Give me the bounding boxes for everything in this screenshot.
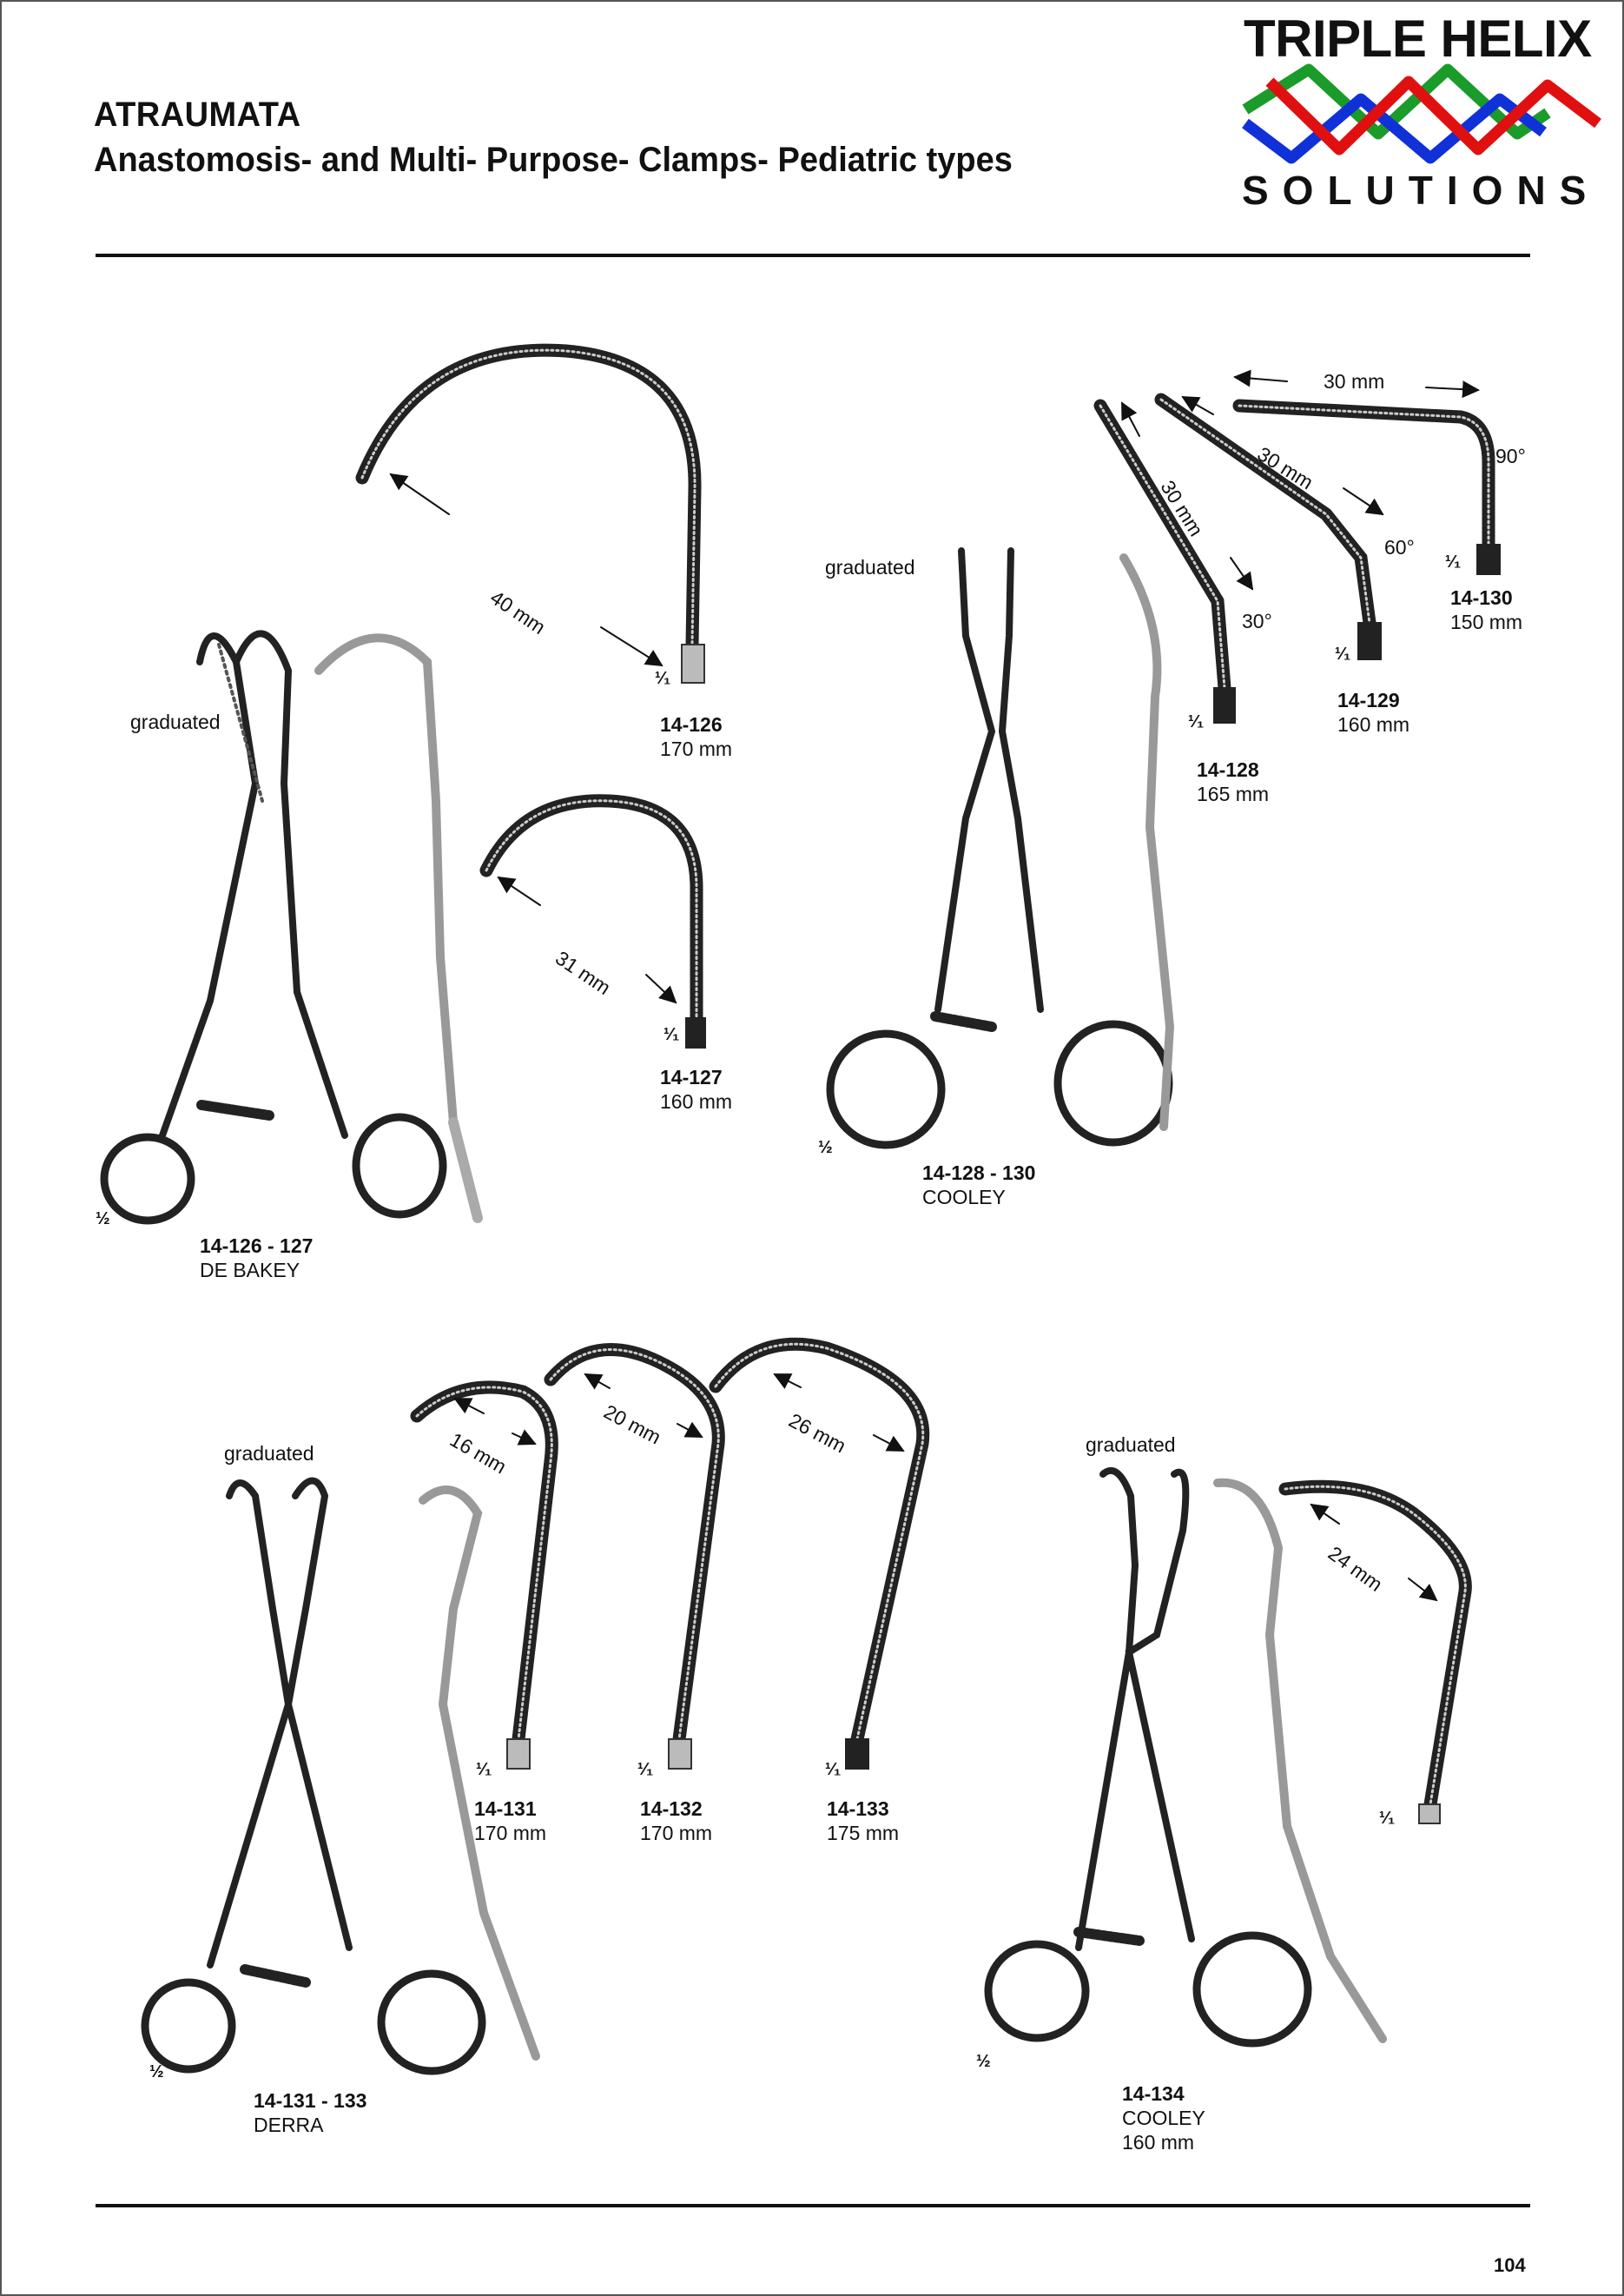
jaw-14-133-scale: ¹⁄₁ [825,1760,842,1779]
jaw-14-132 [544,1343,725,1770]
debakey-scale: ½ [96,1209,110,1228]
item-14-129-label: 14-129 160 mm [1337,689,1410,736]
jaw-14-127 [479,794,706,1049]
derra-scale: ½ [149,2062,164,2081]
item-14-131-label: 14-131 170 mm [474,1797,547,1844]
cooley-clamp-drawing [826,547,1173,1149]
jaw-14-130-size: 30 mm [1324,370,1385,393]
item-14-133-label: 14-133 175 mm [827,1797,900,1844]
derra-clamp-drawing [141,1477,486,2075]
jaw-14-131 [410,1380,558,1770]
jaw-14-129-angle: 60° [1384,536,1415,559]
jaw-14-126 [355,343,705,684]
jaw-14-128 [1093,399,1254,724]
debakey-side-view [314,633,483,1223]
jaw-14-128-angle: 30° [1242,610,1272,632]
jaw-14-134 [1278,1479,1472,1824]
derra-side-view [419,1485,540,2061]
cooley-side-view [1119,553,1175,1131]
footer-rule [96,2204,1530,2207]
debakey-group-label: 14-126 - 127 DE BAKEY [200,1234,314,1281]
cooley-a-scale: ½ [818,1138,833,1157]
jaw-14-130-scale: ¹⁄₁ [1445,552,1462,572]
item-14-128-label: 14-128 165 mm [1197,758,1270,805]
jaw-14-131-scale: ¹⁄₁ [476,1760,492,1779]
cooley-b-note: graduated [1086,1433,1176,1456]
jaw-14-129 [1154,393,1384,660]
jaw-14-132-scale: ¹⁄₁ [637,1760,654,1779]
item-14-127-label: 14-127 160 mm [660,1066,733,1113]
cooley-b-clamp-drawing [984,1466,1312,2048]
item-14-130-label: 14-130 150 mm [1450,586,1523,633]
cooley-b-group-label: 14-134 COOLEY 160 mm [1122,2082,1205,2154]
cooley-a-note: graduated [825,556,915,579]
debakey-note: graduated [130,711,221,733]
page-title: ATRAUMATA [94,96,301,134]
debakey-clamp-drawing [100,630,447,1225]
logo-text-bottom: SOLUTIONS [1242,168,1601,213]
cooley-b-scale: ½ [976,2052,991,2071]
page-number: 104 [1494,2254,1526,2276]
jaw-14-130-angle: 90° [1495,445,1526,467]
jaw-14-126-scale: ¹⁄₁ [655,669,671,688]
jaw-14-133 [709,1337,930,1770]
cooley-a-group-label: 14-128 - 130 COOLEY [922,1161,1036,1208]
derra-note: graduated [224,1442,314,1465]
jaw-14-127-scale: ¹⁄₁ [663,1025,680,1044]
item-14-132-label: 14-132 170 mm [640,1797,713,1844]
page-subtitle: Anastomosis- and Multi- Purpose- Clamps-… [94,141,1013,179]
header-rule [96,254,1530,257]
logo-text-top: TRIPLE HELIX [1244,10,1592,68]
cooley-b-side-view [1213,1478,1387,2043]
jaw-14-128-scale: ¹⁄₁ [1188,712,1205,731]
derra-group-label: 14-131 - 133 DERRA [254,2089,367,2136]
jaw-14-129-scale: ¹⁄₁ [1335,645,1351,664]
jaw-14-130 [1232,369,1501,575]
jaw-14-134-scale: ¹⁄₁ [1379,1809,1396,1828]
item-14-126-label: 14-126 170 mm [660,713,733,760]
